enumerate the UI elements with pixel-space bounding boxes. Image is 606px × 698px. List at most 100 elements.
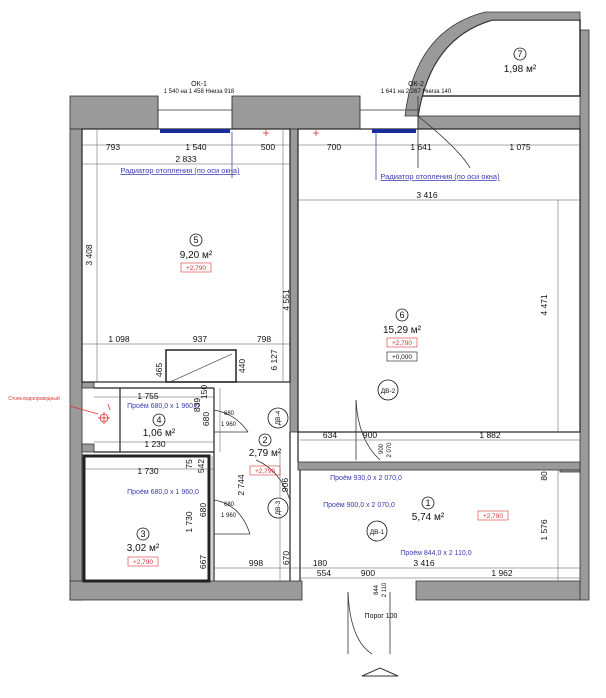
dim-text: 465 — [154, 363, 164, 377]
door-tag-dv4: ДВ-4 — [267, 407, 289, 429]
dim-text: 4 471 — [539, 294, 549, 316]
door-tag-dv3: ДВ-3 — [267, 497, 289, 519]
room-tag-4: 4 1,06 м² — [143, 413, 176, 439]
dim-text: 1 075 — [509, 142, 531, 152]
wall-partition-vertical — [289, 128, 299, 433]
opening-room6: Проём 930,0 x 2 070,0 — [330, 475, 402, 482]
svg-text:ДВ-4: ДВ-4 — [275, 410, 282, 425]
room-tag-7: 7 1,98 м² — [504, 47, 537, 75]
dim-text: 1 962 — [491, 568, 513, 578]
room-area: 15,29 м² — [383, 325, 422, 336]
opening-labels: Проём 680,0 x 1 960,0 Проём 680,0 x 1 96… — [127, 403, 472, 557]
riser-label: Стояк водопроводный — [8, 395, 60, 402]
wall-shaft-bottom — [81, 443, 95, 453]
room-tag-1: 1 5,74 м² +2,790 — [412, 496, 509, 523]
dim-text: 1 576 — [539, 519, 549, 541]
dim-text: 150 — [199, 385, 209, 399]
dim-text: 3 416 — [416, 190, 438, 200]
room-level-floor: +0,000 — [392, 354, 412, 361]
dim-text: 906 — [280, 478, 290, 492]
svg-text:ДВ-2: ДВ-2 — [381, 388, 396, 395]
room-number: 5 — [193, 235, 198, 245]
dim-text: 900 — [363, 430, 377, 440]
riser-marks — [69, 130, 319, 424]
dim-text: 80 — [539, 471, 549, 481]
dim-text: 6 127 — [269, 349, 279, 371]
door-width-room3: 680 — [224, 502, 235, 508]
opening-room2: Проём 900,0 x 2 070,0 — [323, 502, 395, 509]
radiator-label-room6: Радиатор отопления (по оси окна) — [380, 172, 500, 181]
room-number: 4 — [156, 415, 161, 425]
window-ok1-spec: 1 540 на 1 458 Hниза 918 — [164, 89, 235, 95]
window-ok2-title: ОК-2 — [408, 81, 424, 88]
dim-text: 839 — [192, 398, 202, 412]
walls — [69, 29, 590, 601]
door-tag-dv1: ДВ-1 — [366, 520, 388, 542]
window-openings — [157, 96, 419, 129]
wall-shaft-top — [81, 381, 95, 389]
balcony-door-swing — [417, 115, 471, 169]
dim-text: 2 070 — [387, 442, 393, 458]
room-number: 6 — [399, 310, 404, 320]
room-number: 3 — [140, 529, 145, 539]
dim-text: 1 540 — [185, 142, 207, 152]
dim-text: 440 — [237, 359, 247, 373]
threshold-label: Порог 100 — [365, 613, 398, 620]
dim-text: 900 — [361, 568, 375, 578]
dim-text: 937 — [193, 334, 207, 344]
wall-top-left — [69, 95, 159, 130]
dim-text: 2 110 — [382, 582, 388, 597]
dim-text: 1 641 — [410, 142, 432, 152]
dim-text: 844 — [374, 584, 380, 595]
window-ok1-title: ОК-1 — [191, 81, 207, 88]
dim-text: 793 — [106, 142, 120, 152]
door-swing-room6 — [355, 399, 381, 461]
dim-text: 1 882 — [479, 430, 501, 440]
room-number: 7 — [517, 49, 522, 59]
dim-text: 798 — [257, 334, 271, 344]
dim-text: 1 730 — [184, 511, 194, 533]
shaft-hatch — [169, 353, 233, 383]
wall-bottom-right — [415, 580, 581, 601]
wall-room1-top — [297, 461, 581, 471]
room-tag-2: 2 2,79 м² +2,790 — [249, 433, 282, 476]
dim-text: 998 — [249, 558, 263, 568]
dim-text: 3 408 — [84, 244, 94, 266]
wall-top-right — [417, 115, 581, 130]
room3-outline — [82, 454, 211, 583]
shaft-box — [165, 349, 237, 383]
entry-door-swing — [347, 591, 373, 655]
door-height-room3: 1 960 — [221, 513, 237, 519]
wall-room1-right — [559, 469, 581, 473]
dim-text: 670 — [281, 551, 291, 565]
room-area: 1,06 м² — [143, 428, 176, 439]
radiator-room5 — [160, 129, 230, 133]
room-area: 5,74 м² — [412, 512, 445, 523]
window-ok2-spec: 1 641 на 2 267 Hниза 140 — [381, 89, 452, 95]
partitions — [81, 128, 581, 583]
dim-text: 1 730 — [137, 466, 159, 476]
room-level: +2,790 — [255, 468, 275, 475]
opening-entry: Проём 844,0 x 2 110,0 — [400, 550, 471, 557]
room-level: +2,790 — [483, 513, 503, 520]
dim-text: 900 — [379, 443, 385, 454]
room-area: 1,98 м² — [504, 64, 537, 75]
dim-text: 634 — [323, 430, 337, 440]
dimension-texts-vertical: 3 408 4 551 4 471 465 440 6 127 150 839 … — [84, 244, 549, 597]
dim-text: 1 755 — [137, 391, 159, 401]
dim-text: 700 — [327, 142, 341, 152]
radiator-room6 — [372, 129, 416, 133]
room-tag-5: 5 9,20 м² +2,790 — [180, 233, 213, 273]
svg-text:ДВ-3: ДВ-3 — [275, 500, 282, 515]
room-tag-3: 3 3,02 м² +2,790 — [127, 527, 160, 567]
dim-text: 4 551 — [281, 289, 291, 311]
wall-right — [579, 29, 590, 601]
room-area: 3,02 м² — [127, 543, 160, 554]
dim-text: 500 — [261, 142, 275, 152]
wall-left — [69, 128, 83, 601]
dim-text: 2 833 — [175, 154, 197, 164]
door-swing-room4 — [213, 409, 249, 433]
opening-room3: Проём 680,0 x 1 960,0 — [127, 489, 199, 496]
dimension-lines — [82, 129, 580, 581]
